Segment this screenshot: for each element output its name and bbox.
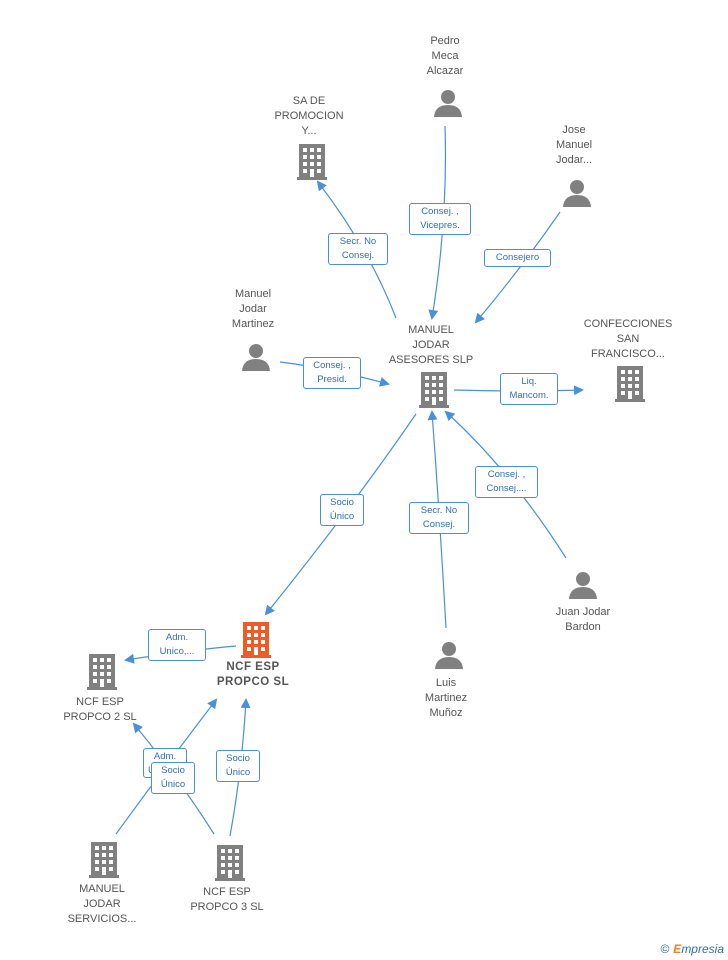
- node-label-luis-martinez: Luis Martinez Muñoz: [424, 677, 468, 719]
- edge-label-adm-unico[interactable]: Adm. Unico,...: [148, 629, 206, 661]
- building-icon[interactable]: [241, 622, 271, 658]
- copyright-icon: ©: [660, 942, 670, 956]
- brand-name: mpresia: [681, 942, 724, 956]
- node-label-ncf-propco: NCF ESP PROPCO SL: [216, 661, 290, 688]
- node-label-sa-promocion: SA DE PROMOCION Y...: [274, 95, 344, 137]
- building-icon[interactable]: [615, 366, 645, 402]
- node-label-juan-jodar: Juan Jodar Bardon: [555, 606, 611, 633]
- building-icon[interactable]: [89, 842, 119, 878]
- building-icon[interactable]: [297, 144, 327, 180]
- edge-label-consejero[interactable]: Consejero: [484, 249, 551, 267]
- building-icon[interactable]: [215, 845, 245, 881]
- empresia-brand: ©Empresia: [660, 942, 724, 956]
- edge-label-socio-unico-main[interactable]: Socio Único: [320, 494, 364, 526]
- node-label-ncf-propco3: NCF ESP PROPCO 3 SL: [190, 886, 264, 913]
- edge-label-consej-presid[interactable]: Consej. , Presid.: [303, 357, 361, 389]
- building-icon[interactable]: [419, 372, 449, 408]
- node-label-jose-manuel: Jose Manuel Jodar...: [555, 124, 593, 166]
- node-label-manuel-jodar-asesores: MANUEL JODAR ASESORES SLP: [388, 324, 474, 366]
- edge-label-secr-no-consej-sa[interactable]: Secr. No Consej.: [328, 233, 388, 265]
- edge-label-liq-mancom[interactable]: Liq. Mancom.: [500, 373, 558, 405]
- edge-label-socio-unico-p3[interactable]: Socio Único: [216, 750, 260, 782]
- node-label-ncf-propco2: NCF ESP PROPCO 2 SL: [63, 696, 137, 723]
- building-icon[interactable]: [87, 654, 117, 690]
- node-label-manuel-jodar-servicios: MANUEL JODAR SERVICIOS...: [67, 883, 137, 925]
- edge-consejero: [474, 211, 561, 324]
- edge-label-secr-no-consej-luis[interactable]: Secr. No Consej.: [409, 502, 469, 534]
- node-label-pedro: Pedro Meca Alcazar: [426, 35, 464, 77]
- node-label-confecciones: CONFECCIONES SAN FRANCISCO...: [583, 318, 673, 360]
- node-label-manuel-jodar-martinez: Manuel Jodar Martinez: [231, 288, 275, 330]
- edge-label-consej-consej[interactable]: Consej. , Consej....: [475, 466, 538, 498]
- person-icon[interactable]: [433, 88, 463, 118]
- person-icon[interactable]: [434, 640, 464, 670]
- person-icon[interactable]: [562, 178, 592, 208]
- brand-initial: E: [673, 942, 682, 956]
- person-icon[interactable]: [568, 570, 598, 600]
- edge-label-consej-vicepres[interactable]: Consej. , Vicepres.: [409, 203, 471, 235]
- edge-label-socio-unico-serv[interactable]: Socio Único: [151, 762, 195, 794]
- person-icon[interactable]: [241, 342, 271, 372]
